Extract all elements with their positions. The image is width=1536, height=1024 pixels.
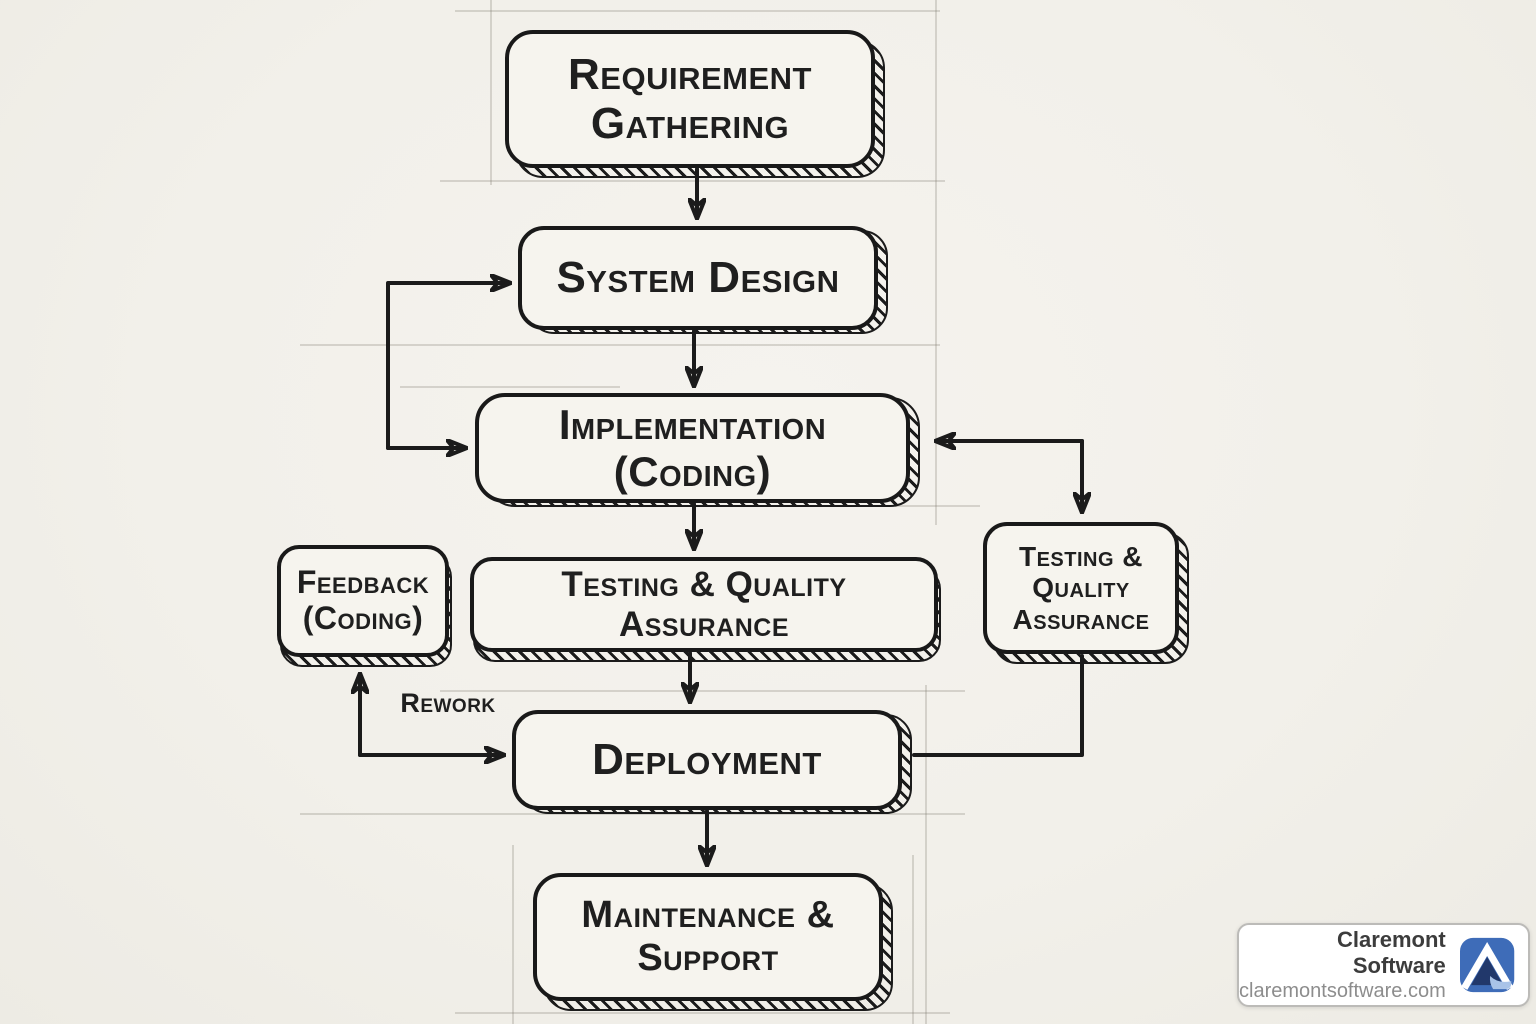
grid-guide-line xyxy=(455,1012,950,1014)
node-requirement-gathering: Requirement Gathering xyxy=(505,30,885,178)
node-maintenance-support: Maintenance & Support xyxy=(533,873,893,1011)
node-testing-quality-assurance: Testing & Quality Assurance xyxy=(470,557,941,662)
node-label: Requirement Gathering xyxy=(568,49,812,148)
grid-guide-line xyxy=(440,180,945,182)
badge-url: claremontsoftware.com xyxy=(1239,980,1446,1003)
node-label: Maintenance & Support xyxy=(581,894,835,979)
node-deployment: Deployment xyxy=(512,710,912,814)
grid-guide-line xyxy=(895,505,980,507)
grid-guide-line xyxy=(400,386,620,388)
grid-guide-line xyxy=(455,10,940,12)
grid-guide-line xyxy=(490,0,492,185)
badge-title: Claremont Software xyxy=(1336,926,1446,978)
grid-guide-line xyxy=(440,690,965,692)
node-implementation-coding: Implementation (Coding) xyxy=(475,393,920,507)
rework-edge-label: Rework xyxy=(400,688,496,718)
node-feedback-coding: Feedback (Coding) xyxy=(277,545,452,667)
mountain-peak-icon xyxy=(1459,937,1514,993)
node-label: Testing & Quality Assurance xyxy=(561,565,847,644)
node-label: Feedback (Coding) xyxy=(296,564,430,636)
node-label: Implementation (Coding) xyxy=(558,400,827,495)
grid-guide-line xyxy=(912,855,914,1024)
node-label: Deployment xyxy=(592,735,822,785)
grid-guide-line xyxy=(935,0,937,525)
node-label: Testing & Quality Assurance xyxy=(1012,540,1150,635)
node-testing-quality-assurance-side: Testing & Quality Assurance xyxy=(983,522,1189,664)
grid-guide-line xyxy=(300,813,965,815)
grid-guide-line xyxy=(300,344,940,346)
node-label: System Design xyxy=(556,253,840,303)
grid-guide-line xyxy=(925,685,927,1024)
node-system-design: System Design xyxy=(518,226,888,334)
grid-guide-line xyxy=(512,845,514,1024)
claremont-software-badge: Claremont Software claremontsoftware.com xyxy=(1237,923,1530,1007)
edge-testing-right-to-deployment xyxy=(912,654,1084,757)
